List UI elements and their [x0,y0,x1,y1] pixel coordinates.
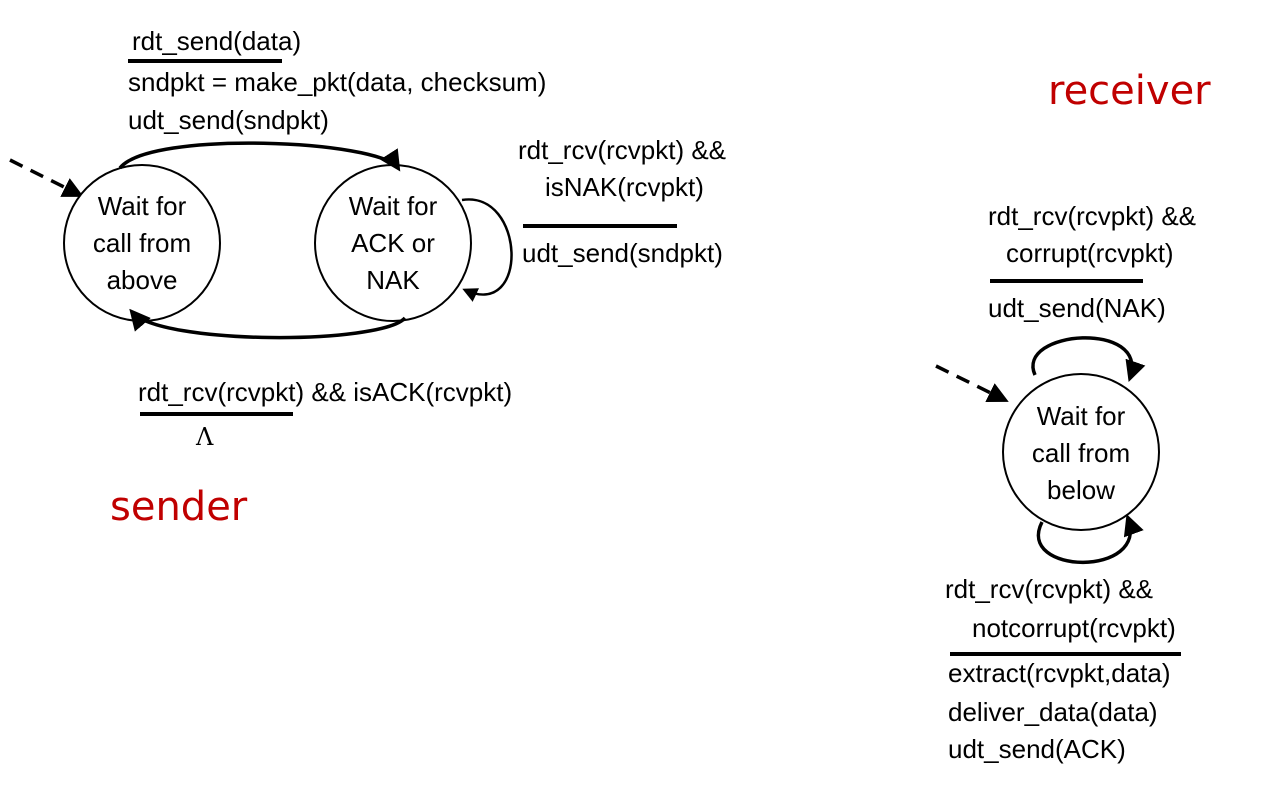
corrupt-event-label: rdt_rcv(rcvpkt) && [988,201,1196,231]
state-text: above [107,265,178,295]
sender-initial-arrow [9,158,84,197]
receiver-role-label: receiver [1048,68,1211,114]
state-wait-call-from-above: Wait for call from above [63,164,221,322]
state-text: Wait for [349,191,438,221]
state-wait-call-from-below: Wait for call from below [1002,373,1160,531]
state-text: ACK or [351,228,435,258]
state-text: NAK [366,265,420,295]
ok-action-label: deliver_data(data) [948,697,1158,727]
corrupt-event-label: corrupt(rcvpkt) [1006,238,1174,268]
ack-action-lambda: Λ [195,423,214,451]
state-wait-ack-or-nak: Wait for ACK or NAK [314,164,472,322]
state-text: Wait for [98,191,187,221]
send-action-label: udt_send(sndpkt) [128,105,329,135]
state-text: below [1047,475,1115,505]
send-event-label: rdt_send(data) [132,26,301,56]
state-text: call from [1032,438,1130,468]
nak-action-label: udt_send(sndpkt) [522,238,723,268]
sender-role-label: sender [110,484,248,530]
transition-nak-selfloop [461,198,513,302]
send-action-label: sndpkt = make_pkt(data, checksum) [128,67,546,97]
ok-event-label: notcorrupt(rcvpkt) [972,613,1176,643]
receiver-initial-arrow [935,364,1009,402]
ack-event-label: rdt_rcv(rcvpkt) && isACK(rcvpkt) [138,377,512,407]
transition-send-arrow [118,141,401,172]
ok-action-label: udt_send(ACK) [948,734,1126,764]
ok-event-label: rdt_rcv(rcvpkt) && [945,574,1153,604]
nak-event-label: rdt_rcv(rcvpkt) && [518,135,726,165]
ok-action-label: extract(rcvpkt,data) [948,658,1171,688]
corrupt-action-label: udt_send(NAK) [988,293,1166,323]
transition-ok-selfloop [1036,514,1144,565]
transition-corrupt-selfloop [1031,336,1146,382]
nak-event-label: isNAK(rcvpkt) [545,172,704,202]
state-text: call from [93,228,191,258]
state-text: Wait for [1037,401,1126,431]
transition-ack-arrow [129,308,407,340]
